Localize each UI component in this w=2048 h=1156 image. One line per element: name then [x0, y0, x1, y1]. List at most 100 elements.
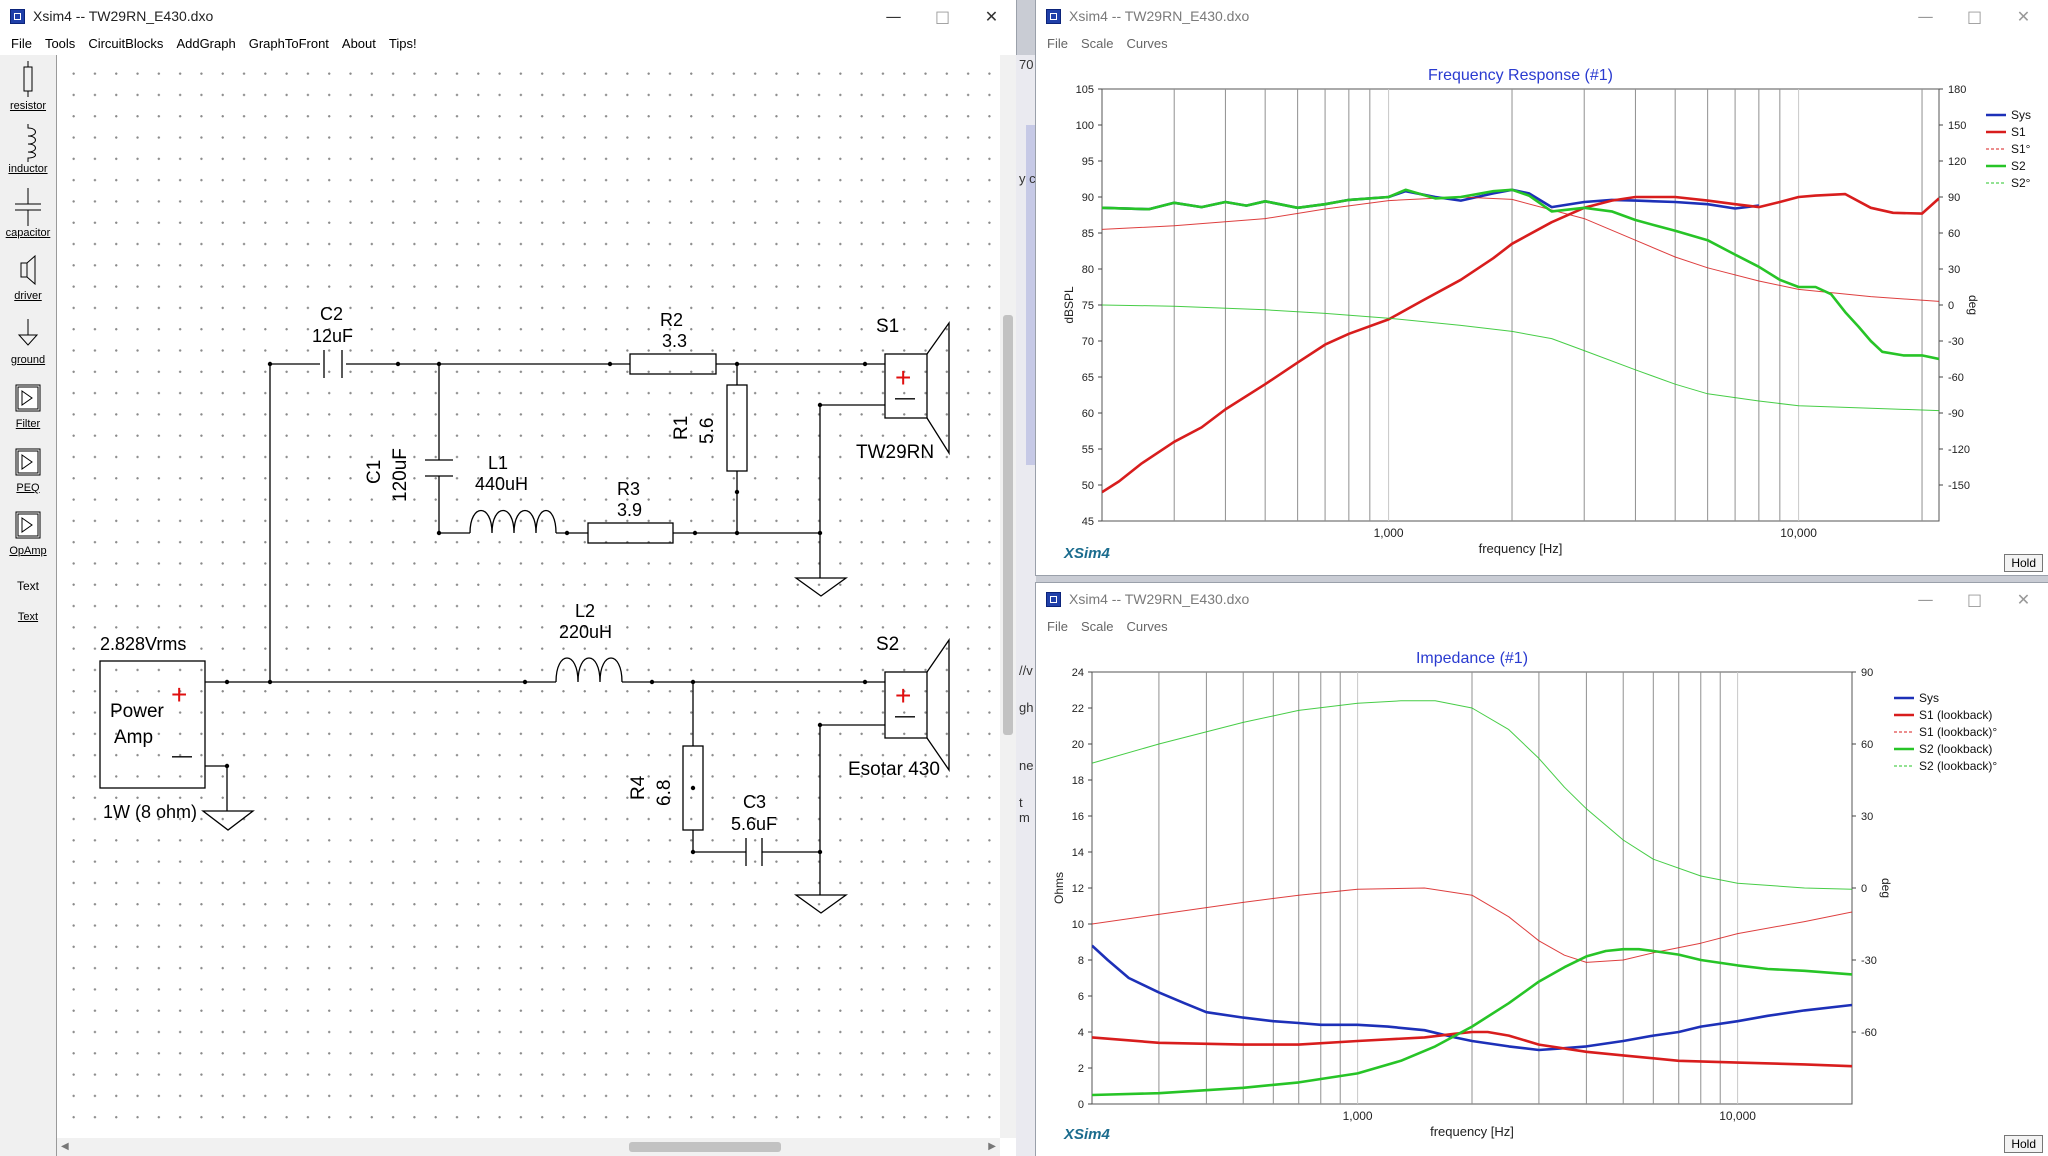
schematic-canvas[interactable]: C2 12uF R2 3.3 S1 TW29RN R1 5.6 C1 120uF… — [57, 55, 1012, 1135]
x-tick-label: 1,000 — [1374, 526, 1404, 540]
y-tick-label: 80 — [1082, 264, 1094, 276]
r4-value: 6.8 — [654, 780, 675, 806]
menu-about[interactable]: About — [341, 35, 376, 51]
y-tick-label: 4 — [1078, 1027, 1084, 1039]
series-line-3 — [1092, 947, 1852, 1097]
hold-button[interactable]: Hold — [2004, 1135, 2043, 1153]
tool-driver[interactable]: driver — [0, 253, 56, 302]
y-tick-label: 0 — [1078, 1099, 1084, 1111]
window-title: Xsim4 -- TW29RN_E430.dxo — [1069, 8, 1250, 24]
menu-bar: File Scale Curves — [1036, 32, 2048, 54]
inductor-icon — [27, 124, 36, 162]
horizontal-scrollbar[interactable]: ◀ ▶ — [57, 1138, 1000, 1156]
legend-label: S1 (lookback) — [1919, 708, 1992, 722]
scroll-thumb[interactable] — [1003, 315, 1013, 735]
amp-power: 1W (8 ohm) — [103, 802, 197, 822]
x-tick-label: 10,000 — [1780, 526, 1817, 540]
menu-circuitblocks[interactable]: CircuitBlocks — [88, 35, 164, 51]
legend-label: S2° — [2011, 176, 2031, 190]
tool-peq[interactable]: PEQ — [0, 445, 56, 494]
menu-addgraph[interactable]: AddGraph — [176, 35, 236, 51]
tool-inductor[interactable]: inductor — [0, 124, 56, 175]
scroll-left-icon[interactable]: ◀ — [61, 1141, 69, 1152]
y-axis-label: dBSPL — [1062, 286, 1076, 324]
tool-ground[interactable]: ground — [0, 317, 56, 366]
tool-filter[interactable]: Filter — [0, 381, 56, 430]
close-button[interactable]: ✕ — [2016, 6, 2031, 26]
y-tick-label: 10 — [1072, 919, 1084, 931]
vertical-scrollbar[interactable] — [1000, 55, 1016, 1138]
scroll-right-icon[interactable]: ▶ — [988, 1141, 996, 1152]
frequency-response-chart[interactable]: 4550556065707580859095100105-150-120-90-… — [1036, 55, 2048, 570]
menu-scale[interactable]: Scale — [1080, 618, 1114, 634]
close-button[interactable]: ✕ — [2016, 589, 2031, 609]
y-tick-label: 65 — [1082, 372, 1094, 384]
c3-value: 5.6uF — [731, 814, 777, 834]
series-line-2 — [1102, 196, 1939, 302]
close-button[interactable]: ✕ — [984, 6, 999, 26]
hscroll-thumb[interactable] — [629, 1142, 781, 1152]
menu-file[interactable]: File — [1047, 35, 1068, 51]
amp-plus: + — [171, 679, 187, 710]
title-bar[interactable]: Xsim4 -- TW29RN_E430.dxo — □ ✕ — [1036, 583, 2048, 615]
menu-file[interactable]: File — [11, 35, 32, 51]
title-bar[interactable]: Xsim4 -- TW29RN_E430.dxo — □ ✕ — [0, 0, 1016, 32]
s1-model: TW29RN — [856, 442, 934, 463]
r1-name: R1 — [671, 416, 692, 440]
l2-name: L2 — [575, 601, 595, 621]
title-bar[interactable]: Xsim4 -- TW29RN_E430.dxo — □ ✕ — [1036, 0, 2048, 32]
y2-tick-label: -120 — [1948, 444, 1970, 456]
y-tick-label: 16 — [1072, 811, 1084, 823]
menu-scale[interactable]: Scale — [1080, 35, 1114, 51]
minimize-button[interactable]: — — [885, 6, 902, 26]
y2-tick-label: -60 — [1861, 1027, 1877, 1039]
chart-title: Impedance (#1) — [1416, 650, 1528, 667]
menu-bar: File Tools CircuitBlocks AddGraph GraphT… — [0, 32, 1016, 54]
maximize-button[interactable]: □ — [934, 6, 951, 26]
maximize-button[interactable]: □ — [1966, 589, 1983, 609]
y-tick-label: 75 — [1082, 300, 1094, 312]
menu-curves[interactable]: Curves — [1126, 35, 1168, 51]
s1-plus: + — [895, 362, 911, 393]
y2-tick-label: 30 — [1948, 264, 1960, 276]
tool-text[interactable]: Text — [16, 579, 39, 593]
minimize-button[interactable]: — — [1917, 589, 1934, 609]
y2-tick-label: 60 — [1861, 739, 1873, 751]
tool-resistor[interactable]: resistor — [0, 61, 56, 112]
tool-text-2[interactable]: Text — [17, 611, 39, 623]
ground-icon — [17, 319, 39, 346]
tool-opamp[interactable]: OpAmp — [0, 508, 56, 557]
maximize-button[interactable]: □ — [1966, 6, 1983, 26]
hold-button[interactable]: Hold — [2004, 554, 2043, 572]
y-tick-label: 85 — [1082, 228, 1094, 240]
y2-tick-label: 0 — [1948, 300, 1954, 312]
menu-tips[interactable]: Tips! — [388, 35, 417, 51]
y-tick-label: 24 — [1072, 667, 1084, 679]
component-toolbox: resistor inductor capacitor driver groun… — [0, 55, 57, 1156]
xsim-logo: XSim4 — [1064, 545, 1110, 562]
menu-file[interactable]: File — [1047, 618, 1068, 634]
x-tick-label: 1,000 — [1343, 1109, 1373, 1123]
frequency-response-window: Xsim4 -- TW29RN_E430.dxo — □ ✕ File Scal… — [1036, 0, 2048, 575]
y-axis-label: Ohms — [1052, 872, 1066, 904]
menu-curves[interactable]: Curves — [1126, 618, 1168, 634]
series-line-2 — [1092, 887, 1852, 963]
y2-tick-label: -30 — [1948, 336, 1964, 348]
schematic-diagram: C2 12uF R2 3.3 S1 TW29RN R1 5.6 C1 120uF… — [99, 304, 950, 914]
menu-graphtofront[interactable]: GraphToFront — [248, 35, 329, 51]
impedance-window: Xsim4 -- TW29RN_E430.dxo — □ ✕ File Scal… — [1036, 583, 2048, 1156]
y-tick-label: 70 — [1082, 336, 1094, 348]
y2-tick-label: 0 — [1861, 883, 1867, 895]
menu-tools[interactable]: Tools — [44, 35, 76, 51]
series-line-4 — [1092, 700, 1852, 890]
menu-bar: File Scale Curves — [1036, 615, 2048, 637]
series-line-4 — [1102, 304, 1939, 412]
tool-capacitor[interactable]: capacitor — [0, 188, 56, 239]
y-tick-label: 2 — [1078, 1063, 1084, 1075]
series-line-1 — [1092, 1030, 1852, 1068]
amp-label-1: Power — [110, 701, 165, 722]
plot-area — [1101, 88, 1940, 522]
r3-name: R3 — [617, 479, 640, 499]
minimize-button[interactable]: — — [1917, 6, 1934, 26]
